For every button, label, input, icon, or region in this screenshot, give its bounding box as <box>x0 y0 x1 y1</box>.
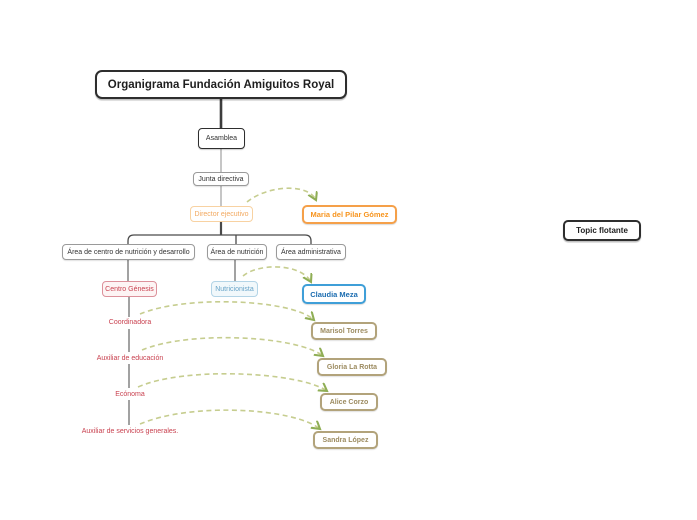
node-junta-directiva[interactable]: Junta directiva <box>193 172 249 186</box>
node-topic-flotante[interactable]: Topic flotante <box>563 220 641 241</box>
node-sandra-lopez[interactable]: Sandra López <box>313 431 378 449</box>
node-area-administrativa[interactable]: Área administrativa <box>276 244 346 260</box>
arrow-nutricionista-claudia <box>242 266 311 282</box>
node-marisol-torres[interactable]: Marisol Torres <box>311 322 377 340</box>
node-nutricionista[interactable]: Nutricionista <box>211 281 258 297</box>
arrow-director-maria <box>246 187 316 203</box>
arrow-economa-alice <box>137 373 327 391</box>
node-area-nutricion[interactable]: Área de nutrición <box>207 244 267 260</box>
node-claudia-meza[interactable]: Claudia Meza <box>302 284 366 304</box>
node-root-title[interactable]: Organigrama Fundación Amiguitos Royal <box>95 70 347 99</box>
arrow-auxservicios-sandra <box>139 409 320 429</box>
branch-bracket-areas <box>127 234 312 244</box>
node-gloria-la-rotta[interactable]: Gloria La Rotta <box>317 358 387 376</box>
node-maria-del-pilar-gomez[interactable]: Maria del Pilar Gómez <box>302 205 397 224</box>
node-director-ejecutivo[interactable]: Director ejecutivo <box>190 206 253 222</box>
node-economa[interactable]: Ecónoma <box>113 390 147 399</box>
arrow-coordinadora-marisol <box>139 300 314 320</box>
node-area-centro-nutricion-desarrollo[interactable]: Área de centro de nutrición y desarrollo <box>62 244 195 260</box>
node-auxiliar-educacion[interactable]: Auxiliar de educación <box>94 354 166 363</box>
arrow-auxeducacion-gloria <box>141 336 323 356</box>
node-centro-genesis[interactable]: Centro Génesis <box>102 281 157 297</box>
node-coordinadora[interactable]: Coordinadora <box>106 318 154 327</box>
node-asamblea[interactable]: Asamblea <box>198 128 245 149</box>
node-auxiliar-servicios-generales[interactable]: Auxiliar de servicios generales. <box>79 427 181 436</box>
node-alice-corzo[interactable]: Alice Corzo <box>320 393 378 411</box>
